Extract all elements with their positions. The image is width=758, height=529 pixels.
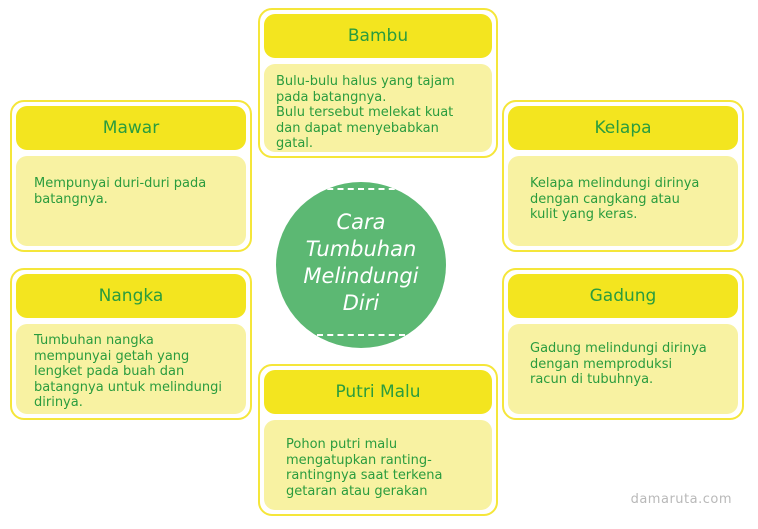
card-kelapa: Kelapa Kelapa melindungi dirinya dengan … <box>502 100 744 252</box>
card-mawar-text: Mempunyai duri-duri pada batangnya. <box>16 156 246 246</box>
card-kelapa-title: Kelapa <box>508 106 738 150</box>
center-topic-title: Cara Tumbuhan Melindungi Diri <box>303 210 419 315</box>
card-bambu-title: Bambu <box>264 14 492 58</box>
card-gadung-text: Gadung melindungi dirinya dengan memprod… <box>508 324 738 414</box>
card-putri-malu: Putri Malu Pohon putri malu mengatupkan … <box>258 364 498 516</box>
card-bambu: Bambu Bulu-bulu halus yang tajam pada ba… <box>258 8 498 158</box>
card-mawar-title: Mawar <box>16 106 246 150</box>
center-dashed-line-bottom <box>276 334 446 336</box>
card-putri-malu-title: Putri Malu <box>264 370 492 414</box>
card-bambu-text: Bulu-bulu halus yang tajam pada batangny… <box>264 64 492 152</box>
card-mawar: Mawar Mempunyai duri-duri pada batangnya… <box>10 100 252 252</box>
center-topic-circle: Cara Tumbuhan Melindungi Diri <box>276 182 446 348</box>
card-putri-malu-text: Pohon putri malu mengatupkan ranting- ra… <box>264 420 492 510</box>
card-gadung: Gadung Gadung melindungi dirinya dengan … <box>502 268 744 420</box>
card-nangka-text: Tumbuhan nangka mempunyai getah yang len… <box>16 324 246 414</box>
watermark: damaruta.com <box>630 492 732 507</box>
card-kelapa-text: Kelapa melindungi dirinya dengan cangkan… <box>508 156 738 246</box>
center-dashed-line-top <box>276 188 446 190</box>
card-gadung-title: Gadung <box>508 274 738 318</box>
card-nangka-title: Nangka <box>16 274 246 318</box>
card-nangka: Nangka Tumbuhan nangka mempunyai getah y… <box>10 268 252 420</box>
